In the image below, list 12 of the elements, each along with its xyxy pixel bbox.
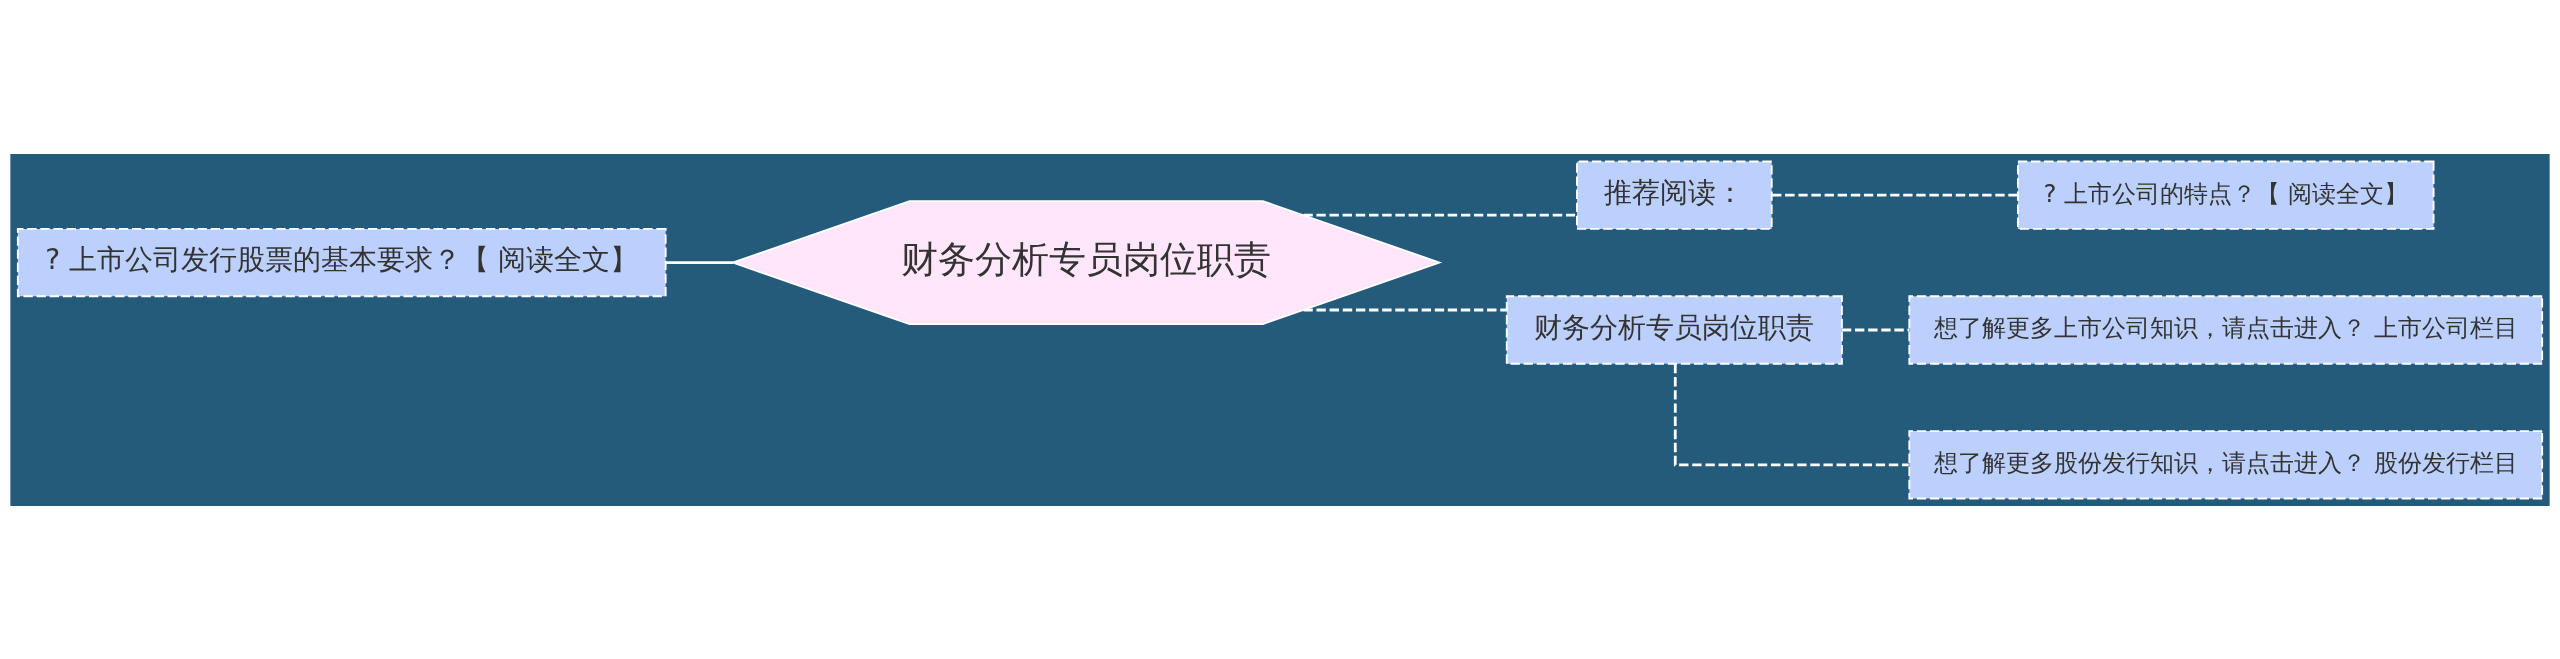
connector <box>1303 213 1577 217</box>
connector <box>666 260 733 264</box>
node-box: 想了解更多上市公司知识，请点击进入？ 上市公司栏目 <box>1908 294 2544 365</box>
node-box: 财务分析专员岗位职责 <box>1505 294 1843 365</box>
connector <box>1842 328 1910 331</box>
node-box: 推荐阅读： <box>1576 160 1773 230</box>
node-box: 想了解更多股份发行知识，请点击进入？ 股份发行栏目 <box>1908 429 2544 499</box>
node-box: ? 上市公司的特点？【 阅读全文】 <box>2016 160 2435 230</box>
connector <box>1673 363 1909 466</box>
connector <box>1772 193 2018 197</box>
connector <box>1303 308 1507 311</box>
node-box: ? 上市公司发行股票的基本要求？【 阅读全文】 <box>16 227 667 297</box>
